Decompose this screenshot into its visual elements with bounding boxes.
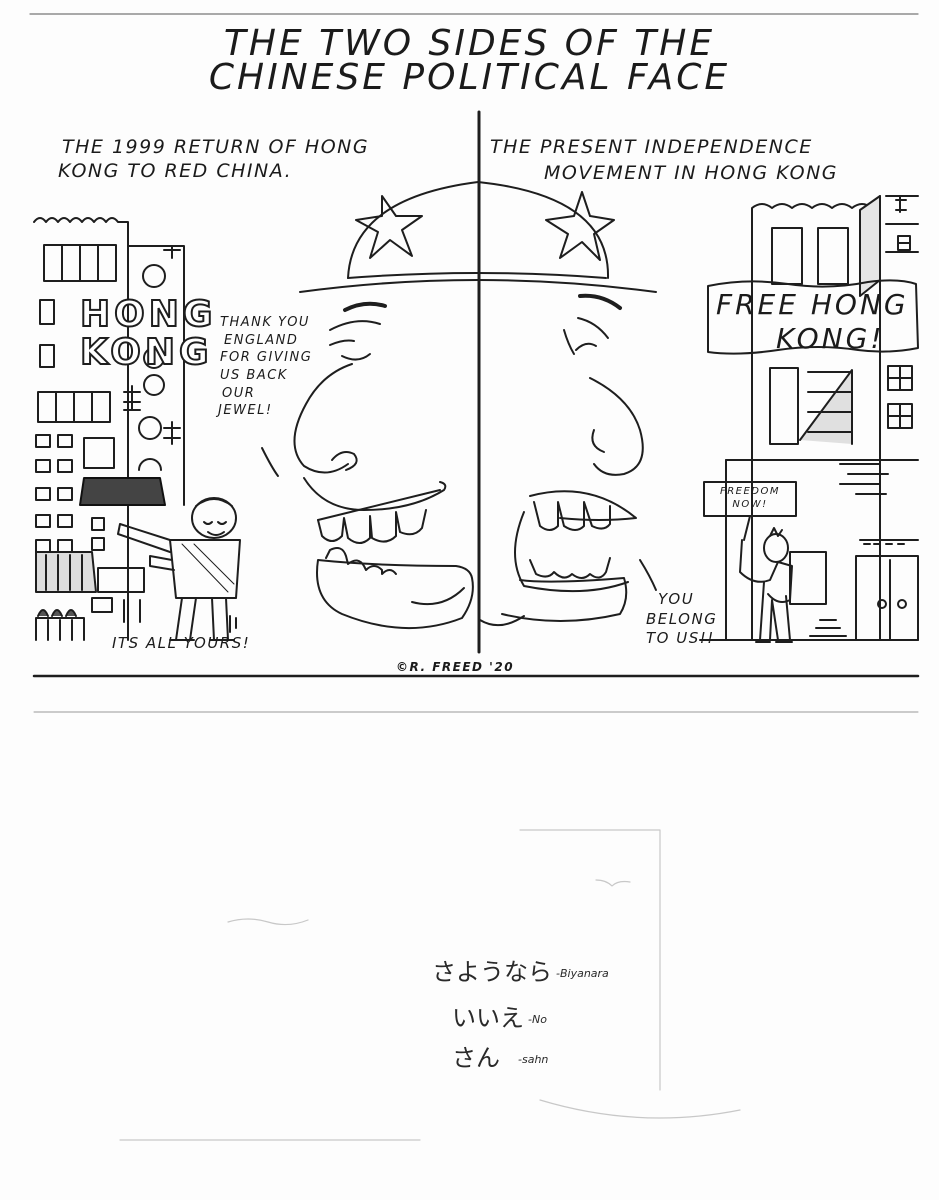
note-japanese: いいえ bbox=[452, 1004, 524, 1032]
note-gloss: -No bbox=[528, 1012, 547, 1026]
left-caption-line-2: KONG TO RED CHINA. bbox=[58, 160, 293, 182]
title-line-2: CHINESE POLITICAL FACE bbox=[208, 57, 731, 98]
note-japanese: さようなら bbox=[432, 958, 552, 986]
note-gloss: -Biyanara bbox=[556, 966, 609, 980]
note-gloss: -sahn bbox=[518, 1052, 549, 1066]
thank-you-line: FOR GIVING bbox=[220, 350, 313, 366]
thank-you-bubble: THANK YOU ENGLAND FOR GIVING US BACK OUR… bbox=[218, 314, 313, 420]
note-row: さん -sahn bbox=[452, 1038, 548, 1073]
thank-you-line: THANK YOU bbox=[220, 315, 310, 330]
note-row: さようなら -Biyanara bbox=[432, 952, 609, 987]
banner-line-2: KONG! bbox=[776, 322, 885, 355]
right-buildings bbox=[699, 195, 919, 641]
protester bbox=[703, 481, 797, 643]
you-belong-line: YOU bbox=[658, 590, 695, 608]
its-all-yours: ITS ALL YOURS! bbox=[112, 634, 251, 652]
you-belong-bubble: YOU BELONG TO US!! bbox=[646, 590, 717, 649]
thank-you-line: JEWEL! bbox=[218, 403, 273, 419]
sign-kong: KONG bbox=[79, 331, 213, 374]
you-belong-line: BELONG bbox=[646, 609, 718, 628]
left-man bbox=[117, 447, 279, 641]
thank-you-line: ENGLAND bbox=[224, 332, 299, 348]
title-line-1: THE TWO SIDES OF THE bbox=[223, 23, 716, 64]
faint-back-page bbox=[119, 829, 741, 1141]
placard-line-2: NOW! bbox=[732, 499, 768, 510]
banner-line-1: FREE HONG bbox=[716, 288, 909, 321]
right-caption-line-2: MOVEMENT IN HONG KONG bbox=[544, 162, 839, 184]
thank-you-line: US BACK bbox=[220, 368, 288, 384]
left-buildings bbox=[33, 217, 185, 641]
note-row: いいえ -No bbox=[452, 998, 547, 1033]
right-caption-line-1: THE PRESENT INDEPENDENCE bbox=[490, 136, 813, 158]
placard-line-1: FREEDOM bbox=[719, 486, 781, 497]
placard: FREEDOM NOW! bbox=[704, 485, 796, 511]
sign-hong: HONG bbox=[79, 293, 217, 336]
you-belong-line: TO US!! bbox=[646, 629, 715, 647]
left-face bbox=[293, 301, 474, 629]
hat bbox=[299, 181, 657, 293]
thank-you-line: OUR bbox=[222, 385, 256, 401]
note-japanese: さん bbox=[452, 1044, 500, 1072]
right-face bbox=[479, 293, 657, 627]
left-caption-line-1: THE 1999 RETURN OF HONG bbox=[62, 136, 370, 158]
signature: ©R. FREED '20 bbox=[396, 660, 515, 674]
